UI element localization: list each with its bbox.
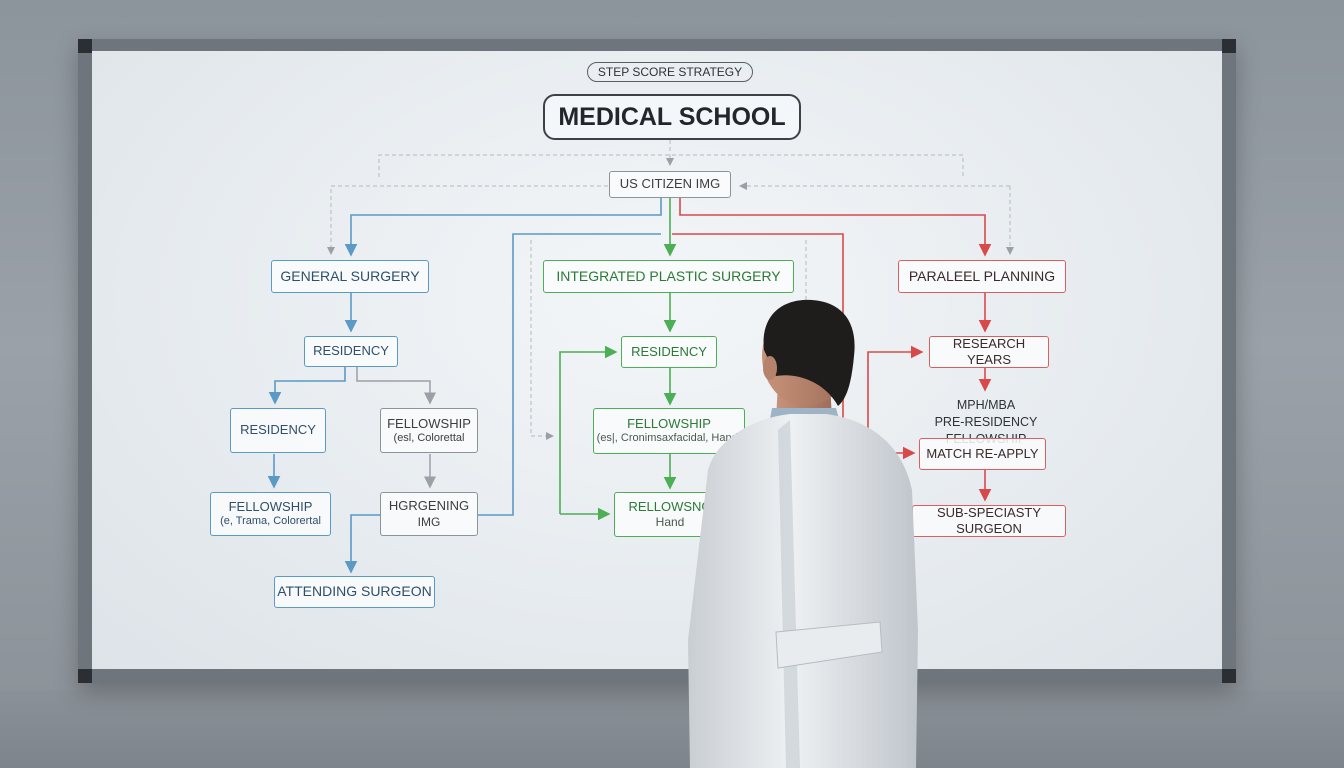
- ps-fellowship-node: FELLOWSHIP (es|, Cronimsaxfacidal, Hand): [593, 408, 745, 454]
- sub-specialty-surgeon-node: SUB-SPECIASTY SURGEON: [912, 505, 1066, 537]
- frame-corner: [1222, 669, 1236, 683]
- node-label: FELLOWSHIP: [228, 499, 313, 514]
- node-label: RELLOWSNG: [628, 498, 712, 514]
- frame-corner: [78, 669, 92, 683]
- node-label: MATCH RE-APPLY: [926, 445, 1039, 461]
- node-label: RESIDENCY: [240, 422, 316, 438]
- gs-hgrgening-node: HGRGENING IMG: [380, 492, 478, 536]
- ps-residency-node: RESIDENCY: [621, 336, 717, 368]
- node-label: GENERAL SURGERY: [280, 267, 420, 284]
- node-label: INTEGRATED PLASTIC SURGERY: [556, 267, 781, 284]
- node-label: HGRGENING: [388, 498, 470, 514]
- general-surgery-node: GENERAL SURGERY: [271, 260, 429, 293]
- node-sublabel: IMG: [417, 514, 441, 529]
- medical-school-title: MEDICAL SCHOOL: [543, 94, 801, 140]
- node-label: RESIDENCY: [313, 343, 389, 359]
- mph-mba-line: MPH/MBA: [956, 398, 1016, 412]
- parallel-planning-node: PARALEEL PLANNING: [898, 260, 1066, 293]
- floor: [0, 690, 1344, 768]
- node-label: RESIDENCY: [631, 343, 707, 359]
- frame-corner: [78, 39, 92, 53]
- node-sublabel: (esl, Colorettal: [393, 431, 465, 444]
- step-score-strategy-tag: STEP SCORE STRATEGY: [587, 62, 753, 82]
- match-re-apply-node: MATCH RE-APPLY: [919, 438, 1046, 470]
- node-sublabel: (es|, Cronimsaxfacidal, Hand): [596, 432, 742, 445]
- node-label: FELLOWSHIP: [627, 416, 711, 431]
- node-label: RESEARCH YEARS: [952, 335, 1026, 367]
- node-sublabel: (e, Trama, Colorertal: [220, 515, 321, 528]
- gs-residency-node: RESIDENCY: [304, 336, 398, 367]
- frame-corner: [1222, 39, 1236, 53]
- node-label: SUB-SPECIASTY SURGEON: [936, 504, 1042, 536]
- gs-residency-left-node: RESIDENCY: [230, 408, 326, 453]
- research-years-node: RESEARCH YEARS: [929, 336, 1049, 368]
- gs-fellowship-left-node: FELLOWSHIP (e, Trama, Colorertal: [210, 492, 331, 536]
- node-sublabel: Hand: [655, 515, 685, 530]
- node-label: ATTENDING SURGEON: [277, 583, 432, 600]
- node-label: US CITIZEN IMG: [619, 176, 721, 192]
- integrated-plastic-surgery-node: INTEGRATED PLASTIC SURGERY: [543, 260, 794, 293]
- gs-fellowship-right-node: FELLOWSHIP (esl, Colorettal: [380, 408, 478, 453]
- node-label: PARALEEL PLANNING: [908, 267, 1056, 284]
- node-label: FELLOWSHIP: [387, 415, 471, 431]
- us-citizen-img-node: US CITIZEN IMG: [609, 171, 731, 198]
- attending-surgeon-node: ATTENDING SURGEON: [274, 576, 435, 608]
